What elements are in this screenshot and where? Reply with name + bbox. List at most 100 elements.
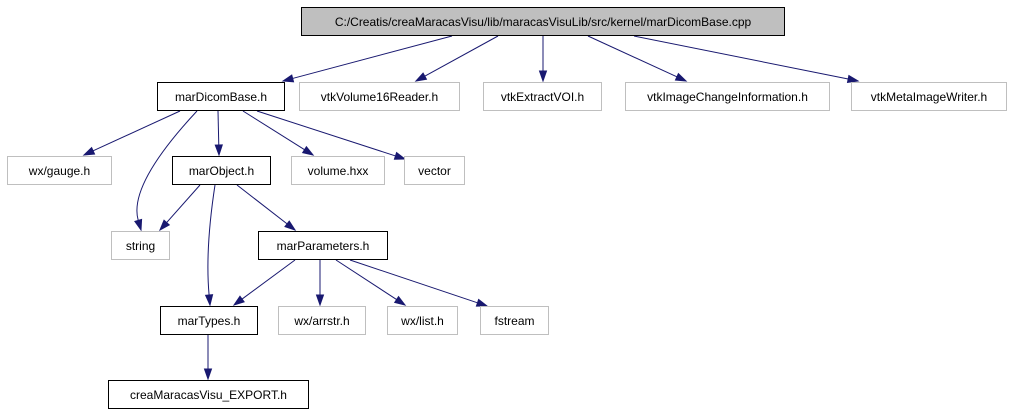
node-wxList[interactable]: wx/list.h [387,306,458,335]
arrowhead-icon [846,74,860,84]
edge-marObject-to-string [158,184,201,232]
node-label: vector [418,164,451,178]
node-label: string [126,239,155,253]
node-vtkMetaImageWriter[interactable]: vtkMetaImageWriter.h [851,82,1007,111]
arrowhead-icon [203,368,213,381]
node-label: marObject.h [189,164,254,178]
edge-marDicomBase-to-marObject [214,110,223,157]
node-marObject[interactable]: marObject.h [172,156,271,185]
node-label: volume.hxx [308,164,369,178]
arrowhead-icon [82,146,96,156]
arrowhead-icon [538,70,548,83]
arrowhead-icon [214,144,223,157]
edge-marDicomBase-to-vector [256,110,407,160]
node-fstream[interactable]: fstream [480,306,549,335]
node-box [111,231,170,260]
node-box [108,380,309,409]
node-label: wx/gauge.h [28,164,90,178]
arrowhead-icon [674,72,688,82]
node-volume[interactable]: volume.hxx [291,156,385,185]
edge-marObject-to-marTypes [204,184,216,307]
edge-line [256,110,396,157]
node-box [301,7,785,36]
node-label: vtkExtractVOI.h [501,90,584,104]
node-box [160,306,258,335]
node-string[interactable]: string [111,231,170,260]
edge-marObject-to-marParameters [236,184,297,231]
edge-marDicomBase-to-volume [242,110,315,156]
node-box [851,82,1007,111]
node-label: vtkImageChangeInformation.h [647,90,808,104]
edge-line [292,35,453,79]
arrowhead-icon [414,72,428,82]
edge-line [587,35,678,78]
edge-line [349,259,478,304]
node-label: wx/list.h [400,314,444,328]
edge-root-to-vtkExtractVOI [538,36,548,83]
node-vtkImageChangeInformation[interactable]: vtkImageChangeInformation.h [625,82,830,111]
arrowhead-icon [284,220,297,231]
node-box [172,156,271,185]
nodes-layer: C:/Creatis/creaMaracasVisu/lib/maracasVi… [7,7,1007,409]
edge-line [424,35,499,77]
edge-marTypes-to-export [203,335,213,381]
node-box [483,82,602,111]
node-box [480,306,549,335]
arrowhead-icon [134,218,143,232]
edge-line [242,110,305,151]
edge-root-to-vtkMetaImageWriter [633,35,860,84]
node-label: marDicomBase.h [175,90,267,104]
edge-line [166,184,201,223]
arrowhead-icon [232,295,245,306]
node-label: marParameters.h [277,239,370,253]
node-label: vtkMetaImageWriter.h [871,90,987,104]
node-box [387,306,458,335]
edge-root-to-vtkVolume16Reader [414,35,499,82]
edge-root-to-marDicomBase [281,35,453,83]
arrowhead-icon [204,294,214,307]
node-label: fstream [494,314,534,328]
edge-marDicomBase-to-string [134,110,198,232]
node-box [278,306,366,335]
node-box [299,82,460,111]
edge-line [92,110,181,152]
node-box [157,82,285,111]
node-label: wx/arrstr.h [293,314,349,328]
arrowhead-icon [393,295,407,306]
edge-line [633,35,849,80]
node-box [7,156,112,185]
node-label: C:/Creatis/creaMaracasVisu/lib/maracasVi… [335,15,752,29]
node-box [258,231,388,260]
node-vtkVolume16Reader[interactable]: vtkVolume16Reader.h [299,82,460,111]
edge-marDicomBase-to-wxGauge [82,110,181,156]
node-marDicomBase[interactable]: marDicomBase.h [157,82,285,111]
edge-line [236,184,288,225]
node-label: vtkVolume16Reader.h [321,90,438,104]
arrowhead-icon [301,145,315,156]
edge-marParameters-to-marTypes [232,259,296,306]
edge-line [335,259,397,300]
node-export[interactable]: creaMaracasVisu_EXPORT.h [108,380,309,409]
node-vtkExtractVOI[interactable]: vtkExtractVOI.h [483,82,602,111]
arrowhead-icon [281,74,295,83]
edge-line [241,259,296,300]
arrowhead-icon [393,151,407,160]
node-wxArrstr[interactable]: wx/arrstr.h [278,306,366,335]
node-wxGauge[interactable]: wx/gauge.h [7,156,112,185]
node-vector[interactable]: vector [404,156,465,185]
edge-marParameters-to-wxList [335,259,407,306]
node-label: creaMaracasVisu_EXPORT.h [130,388,287,402]
node-root[interactable]: C:/Creatis/creaMaracasVisu/lib/maracasVi… [301,7,785,36]
node-label: marTypes.h [178,314,241,328]
node-marParameters[interactable]: marParameters.h [258,231,388,260]
node-marTypes[interactable]: marTypes.h [160,306,258,335]
edge-line [217,110,220,146]
edge-line [207,184,216,296]
edges-layer [82,35,860,381]
node-box [404,156,465,185]
edge-marParameters-to-wxArrstr [315,260,325,307]
edge-root-to-vtkImageChangeInformation [587,35,688,82]
arrowhead-icon [315,294,325,307]
arrowhead-icon [475,298,489,307]
